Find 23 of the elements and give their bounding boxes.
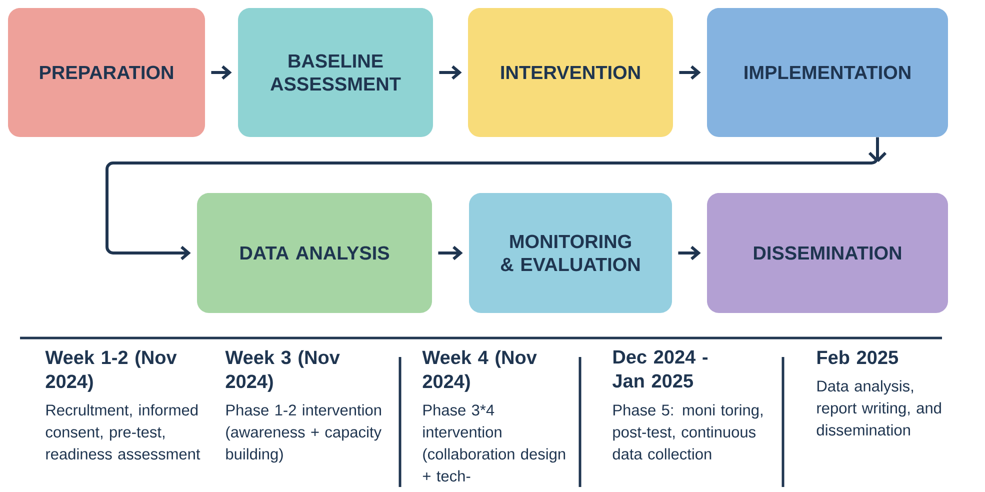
arrow (678, 246, 701, 260)
arrow (211, 65, 232, 80)
arrow (439, 65, 462, 80)
process-box: IMPLEMENTATION (707, 8, 948, 137)
process-box: MONITORING & EVALUATION (469, 193, 672, 313)
arrow (106, 137, 887, 260)
task-description: Recrultment, informed consent, pre-test, readiness assessment (46, 404, 200, 460)
date-heading: Week 4 (Nov 2024) (422, 350, 537, 392)
task-description: Phase 5: moni toring, post-test, continuous data collection (612, 404, 762, 460)
date-heading: Feb 2025 (817, 350, 898, 364)
task-description: Phase 3*4 intervention (collaboration design + tech- (422, 404, 566, 482)
task-description: Phase 1-2 intervention (awareness + capacity building) (226, 404, 382, 463)
arrow (438, 246, 463, 260)
process-box: INTERVENTION (468, 8, 673, 137)
date-heading: Dec 2024 - Jan 2025 (612, 350, 708, 388)
process-box: DISSEMINATION (707, 193, 948, 313)
date-heading: Week 3 (Nov 2024) (225, 350, 340, 392)
process-box: DATA ANALYSIS (197, 193, 432, 313)
task-description: Data analysis, report writing, and dissemination (816, 380, 941, 436)
process-box: BASELINE ASSESSMENT (238, 8, 433, 137)
process-box: PREPARATION (8, 8, 205, 137)
arrow (679, 65, 701, 80)
date-heading: Week 1-2 (Nov 2024) (45, 350, 177, 392)
